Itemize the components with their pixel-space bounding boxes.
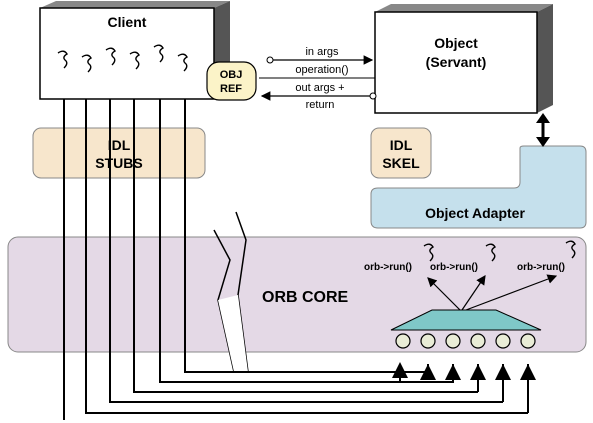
dispatch-arrow-1 (427, 277, 461, 311)
thread-icon (153, 44, 164, 63)
dispatch-arrow-3 (465, 274, 558, 311)
idl-stubs-line2: STUBS (95, 155, 142, 171)
thread-icon (57, 50, 68, 69)
client-box (39, 7, 215, 100)
idl-skel-line1: IDL (390, 137, 413, 153)
obj-ref-line1: OBJ (220, 69, 243, 81)
orb-core-label: ORB CORE (262, 289, 349, 306)
port-circle (445, 333, 461, 349)
object-title: Object (434, 35, 478, 51)
thread-icon (177, 53, 188, 72)
client-title: Client (108, 14, 147, 30)
adapter-link-arrow-up (536, 113, 550, 123)
reply-origin (369, 92, 377, 100)
client-shadow-top (40, 1, 230, 8)
orb-run-label-1: orb->run() (364, 262, 412, 273)
thread-icon (423, 243, 434, 262)
port-circle (520, 333, 536, 349)
port-circle (395, 333, 411, 349)
thread-icon (565, 240, 576, 259)
request-label-1: in args (305, 46, 339, 58)
idl-stubs-line1: IDL (108, 137, 131, 153)
request-label-2: operation() (295, 64, 348, 76)
reply-label-1: out args + (295, 82, 344, 94)
object-adapter-box (370, 145, 587, 229)
client-line-4 (133, 99, 478, 393)
reactor-dispatcher (390, 309, 542, 331)
client-threads (57, 44, 188, 73)
object-box (374, 11, 538, 114)
idl-skel-box (370, 127, 432, 179)
port-circle (495, 333, 511, 349)
break-gap (218, 295, 248, 372)
reply-label-2: return (306, 99, 335, 111)
orb-ports (395, 333, 536, 349)
object-shadow-side (537, 4, 553, 113)
dispatch-arrow-2 (461, 275, 486, 311)
orb-run-label-3: orb->run() (517, 262, 565, 273)
thread-icon (105, 47, 116, 66)
adapter-link-arrow-down (536, 137, 550, 147)
thread-icon (485, 243, 496, 262)
thread-icon (81, 54, 92, 73)
thread-icon (129, 51, 140, 70)
client-line-2 (85, 99, 528, 414)
idl-skel-line2: SKEL (382, 155, 420, 171)
server-threads (423, 240, 576, 262)
obj-ref-badge (206, 61, 257, 101)
idl-stubs-box (32, 127, 206, 179)
obj-ref-line2: REF (220, 83, 242, 95)
object-adapter-label: Object Adapter (425, 205, 525, 221)
object-shadow-top (375, 4, 553, 12)
port-circle (420, 333, 436, 349)
object-subtitle: (Servant) (426, 54, 487, 70)
request-origin (266, 56, 274, 64)
client-line-3 (109, 99, 503, 403)
orb-run-label-2: orb->run() (430, 262, 478, 273)
port-circle (470, 333, 486, 349)
